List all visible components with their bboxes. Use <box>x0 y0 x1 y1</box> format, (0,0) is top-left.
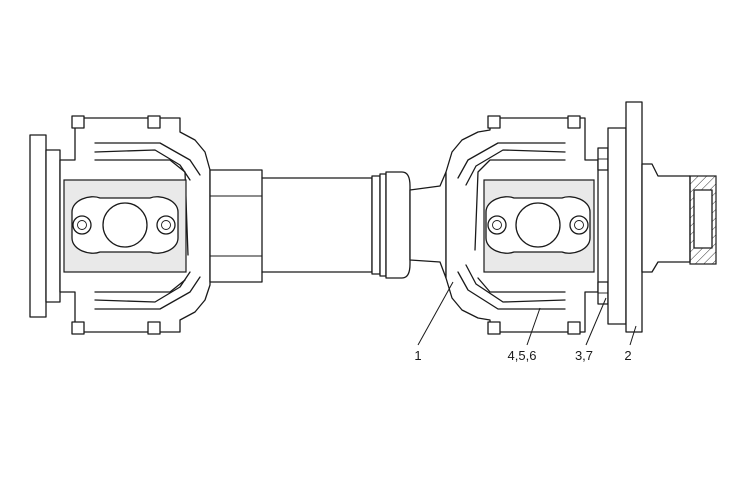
left-yoke <box>59 115 211 335</box>
right-flange <box>597 101 717 333</box>
callout-2: 2 <box>624 348 631 363</box>
callout-1: 1 <box>414 348 421 363</box>
left-flange <box>29 134 61 318</box>
right-yoke <box>445 115 599 335</box>
shaft-tube <box>209 169 447 283</box>
callout-3-7: 3,7 <box>575 348 593 363</box>
callout-leaders <box>417 281 637 346</box>
callout-4-5-6: 4,5,6 <box>508 348 537 363</box>
